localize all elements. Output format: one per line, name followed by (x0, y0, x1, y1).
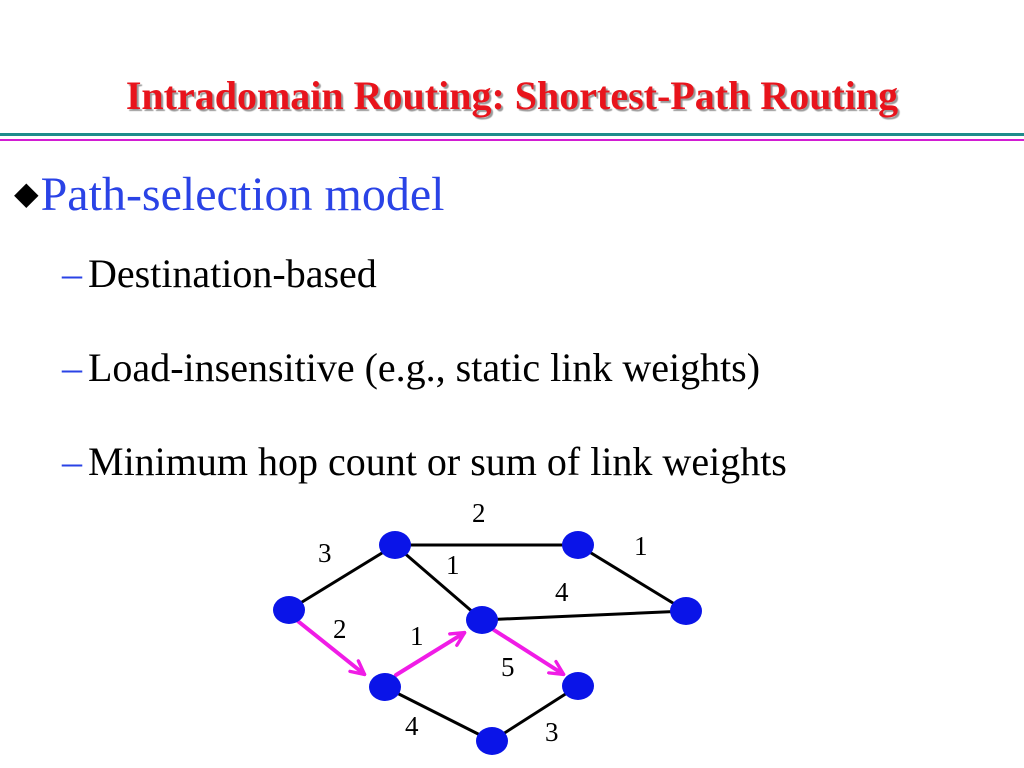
link-B-E (394, 543, 483, 622)
node-D (369, 673, 401, 701)
weight-D-E: 1 (410, 621, 424, 651)
dash-bullet-icon: – (62, 251, 82, 296)
sub-item-destination-based: –Destination-based (62, 251, 377, 297)
weight-H-G: 3 (545, 717, 559, 747)
path-arrow-A-D (292, 616, 367, 677)
nodes (273, 531, 702, 755)
bullet-text: Path-selection model (40, 168, 445, 221)
link-E-F (481, 609, 687, 622)
node-G (562, 672, 594, 700)
weight-E-G: 5 (501, 652, 515, 682)
shortest-path (292, 616, 566, 677)
dash-bullet-icon: – (62, 439, 82, 484)
link-C-F (577, 543, 687, 613)
sub-item-text: Load-insensitive (e.g., static link weig… (88, 345, 761, 390)
link-A-B (288, 543, 396, 612)
weight-A-B: 3 (318, 538, 332, 568)
weight-B-C: 2 (472, 498, 486, 528)
node-H (476, 727, 508, 755)
weight-D-H: 4 (405, 711, 419, 741)
dash-bullet-icon: – (62, 345, 82, 390)
sub-item-text: Destination-based (88, 251, 377, 296)
weight-A-D: 2 (333, 614, 347, 644)
sub-item-text: Minimum hop count or sum of link weights (88, 439, 787, 484)
slide-title: Intradomain Routing: Shortest-Path Routi… (125, 73, 899, 118)
diamond-bullet-icon: ◆ (14, 175, 39, 211)
links (288, 543, 687, 743)
link-D-H (384, 685, 493, 743)
path-arrow-D-E (394, 630, 467, 677)
weight-labels: 3 2 1 1 4 2 1 5 4 3 (318, 498, 648, 747)
bullet-path-selection: ◆Path-selection model (14, 165, 445, 223)
sub-item-minimum-hop: –Minimum hop count or sum of link weight… (62, 439, 787, 485)
node-B (379, 531, 411, 559)
sub-item-load-insensitive: –Load-insensitive (e.g., static link wei… (62, 345, 760, 391)
link-H-G (491, 684, 579, 743)
node-A (273, 596, 305, 624)
path-arrow-E-G (492, 628, 566, 677)
title-rule-teal (0, 133, 1024, 136)
title-rule-magenta (0, 139, 1024, 141)
node-E (466, 606, 498, 634)
weight-E-F: 4 (555, 577, 569, 607)
weight-C-F: 1 (634, 531, 648, 561)
node-F (670, 597, 702, 625)
node-C (562, 531, 594, 559)
weight-B-E: 1 (446, 550, 460, 580)
